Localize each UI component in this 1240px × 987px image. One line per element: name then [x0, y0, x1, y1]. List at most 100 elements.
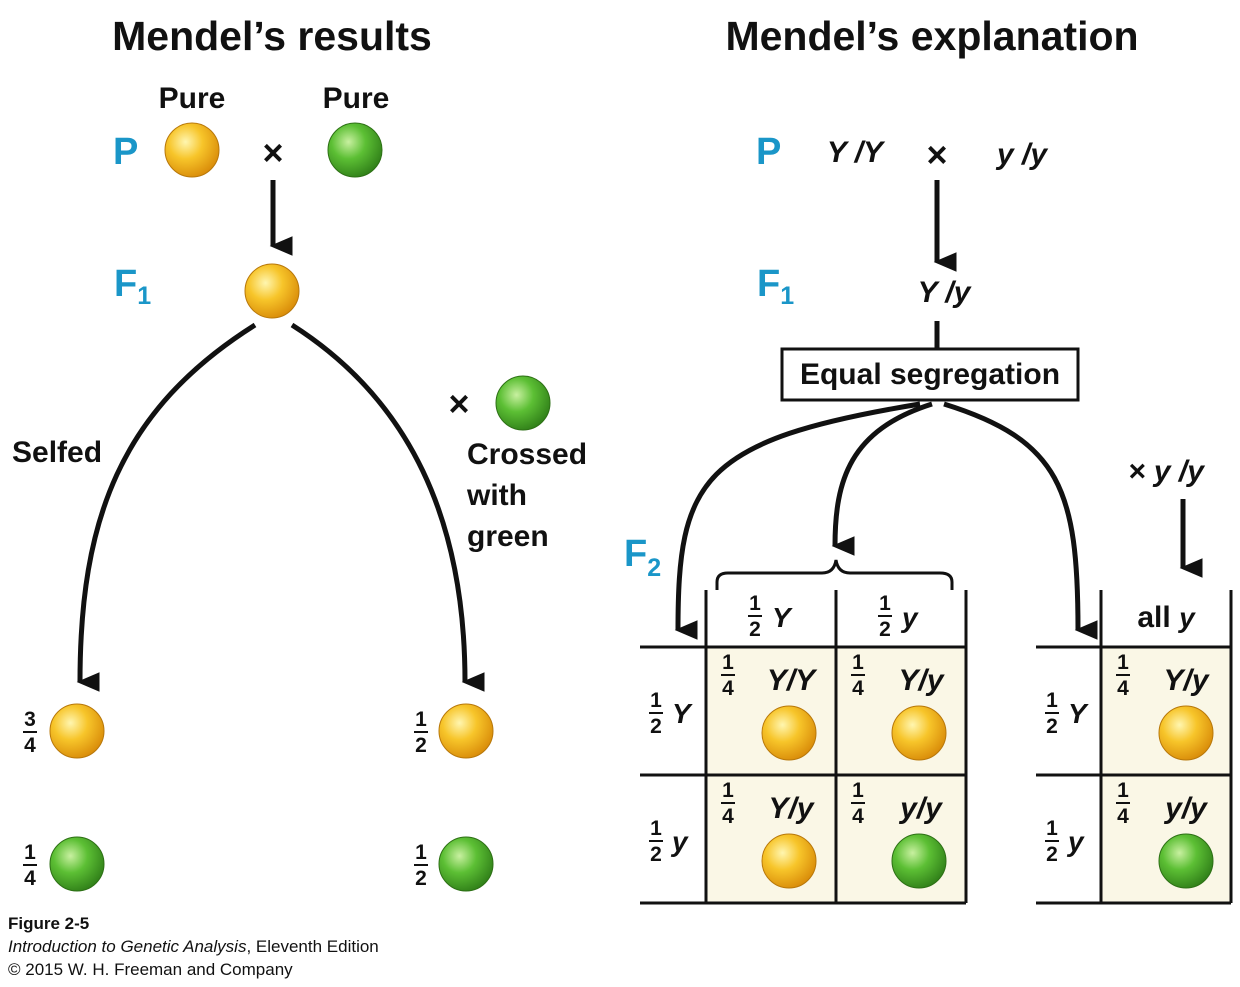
testcross-cell-fraction-denominator: 4 [1117, 677, 1129, 700]
punnett-col-header-allele-1: Y [772, 602, 793, 633]
segregation-arrow-testcross [943, 401, 1098, 640]
punnett-cell-genotype: y/y [898, 792, 943, 825]
punnett-col-header-allele-2: y [900, 602, 919, 633]
testcross-col-header: all y [1137, 601, 1196, 634]
testcross-cell-bg [1101, 775, 1231, 903]
pure-label-1: Pure [159, 82, 226, 115]
punnett-cell-fraction: 14 [851, 779, 865, 828]
punnett-row-header-fraction-2-numerator: 1 [650, 817, 662, 840]
punnett-cell: 14 y/y [851, 779, 947, 889]
punnett-col-header-fraction-1-denominator: 2 [749, 618, 761, 641]
crossed-label-line-2: with [466, 479, 527, 512]
punnett-col-header-fraction-2-numerator: 1 [879, 592, 891, 615]
book-title-line: Introduction to Genetic Analysis, Eleven… [8, 937, 379, 956]
testcross-row-header-fraction-2-denominator: 2 [1046, 843, 1058, 866]
selfed-fraction-1-denominator: 4 [24, 734, 36, 757]
punnett-col-header-fraction-2-denominator: 2 [879, 618, 891, 641]
pea-punnett-yellow [761, 705, 817, 761]
pea-cross-yellow [438, 703, 494, 759]
selfed-fraction-2-numerator: 1 [24, 841, 36, 864]
left-cross-symbol: × [262, 132, 283, 173]
punnett-cell-fraction-numerator: 1 [852, 779, 864, 802]
copyright: © 2015 W. H. Freeman and Company [8, 960, 293, 979]
crossed-label-line-1: Crossed [467, 438, 587, 471]
punnett-col-header-fraction-1: 12 [748, 592, 762, 641]
crossed-label-line-3: green [467, 520, 549, 553]
cross-fraction-1-numerator: 1 [415, 708, 427, 731]
pea-yellow-f1 [244, 263, 300, 319]
testcross-cell-genotype: y/y [1163, 792, 1208, 825]
selfed-fraction-1: 34 [23, 708, 37, 757]
pure-label-2: Pure [323, 82, 390, 115]
punnett-row-header-fraction-2-denominator: 2 [650, 843, 662, 866]
punnett-cell-fraction: 14 [851, 651, 865, 700]
selfed-label: Selfed [12, 436, 102, 469]
testcross-cell-genotype: Y/y [1163, 664, 1209, 697]
testcross-row-header-fraction-2: 12 [1045, 817, 1059, 866]
punnett-row-header-allele-1: Y [672, 698, 693, 729]
punnett-row-header-allele-2: y [670, 826, 689, 857]
selfed-fraction-2-denominator: 4 [24, 867, 36, 890]
testcross-cell-bg [1101, 647, 1231, 775]
selfed-arrow [76, 322, 257, 692]
punnett-cell-fraction: 14 [721, 651, 735, 700]
right-title: Mendel’s explanation [725, 13, 1138, 59]
pea-testcross-green [1158, 833, 1214, 889]
testcross-row-header-allele-2: y [1066, 826, 1085, 857]
f1-genotype: Y /y [918, 276, 972, 309]
pea-punnett-green [891, 833, 947, 889]
testcross-genotype: × y /y [1128, 455, 1205, 488]
punnett-row-header-fraction-2: 12 [649, 817, 663, 866]
segregation-arrow-cols [831, 401, 933, 556]
punnett-cell-fraction-numerator: 1 [722, 779, 734, 802]
p-genotype-yy-recessive: y /y [995, 138, 1048, 171]
punnett-cell-fraction-denominator: 4 [852, 677, 864, 700]
pea-yellow-pure [164, 122, 220, 178]
testcross-cell-fraction-numerator: 1 [1117, 651, 1129, 674]
punnett-cell-fraction-denominator: 4 [722, 805, 734, 828]
left-generation-p: P [113, 131, 138, 173]
pea-punnett-yellow [891, 705, 947, 761]
figure-number: Figure 2-5 [8, 914, 89, 933]
pea-green-pure [327, 122, 383, 178]
right-cross-symbol: × [926, 134, 947, 175]
punnett-cell-genotype: Y/y [768, 792, 814, 825]
right-generation-p: P [756, 131, 781, 173]
cross-fraction-2-numerator: 1 [415, 841, 427, 864]
punnett-row-header-fraction-1-denominator: 2 [650, 715, 662, 738]
punnett-col-header-fraction-2: 12 [878, 592, 892, 641]
punnett-cell-genotype: Y/y [898, 664, 944, 697]
testcross-row-header-fraction-1-denominator: 2 [1046, 715, 1058, 738]
segregation-arrow-rows [674, 401, 921, 640]
selfed-fraction-2: 14 [23, 841, 37, 890]
testcross-row-header-allele-1: Y [1068, 698, 1089, 729]
punnett-col-header-fraction-1-numerator: 1 [749, 592, 761, 615]
punnett-row-header-fraction-1-numerator: 1 [650, 689, 662, 712]
punnett-cell-fraction-numerator: 1 [852, 651, 864, 674]
pea-punnett-yellow [761, 833, 817, 889]
testcross-cell: 1 4 Y/y [1116, 651, 1214, 761]
cross-fraction-1: 12 [414, 708, 428, 757]
pea-green-testcross [495, 375, 551, 431]
punnett-cell-fraction: 14 [721, 779, 735, 828]
crossed-arrow [290, 322, 485, 692]
testcross-cell-fraction-denominator: 4 [1117, 805, 1129, 828]
testcross-row-header-fraction-2-numerator: 1 [1046, 817, 1058, 840]
cross-fraction-1-denominator: 2 [415, 734, 427, 757]
cross-fraction-2: 12 [414, 841, 428, 890]
punnett-cell-genotype: Y/Y [767, 664, 818, 697]
punnett-cell-fraction-denominator: 4 [722, 677, 734, 700]
right-generation-f1: F1 [757, 263, 794, 310]
punnett-cell-fraction-numerator: 1 [722, 651, 734, 674]
pea-testcross-yellow [1158, 705, 1214, 761]
cross-fraction-2-denominator: 2 [415, 867, 427, 890]
pea-selfed-green [49, 836, 105, 892]
selfed-fraction-1-numerator: 3 [24, 708, 36, 731]
